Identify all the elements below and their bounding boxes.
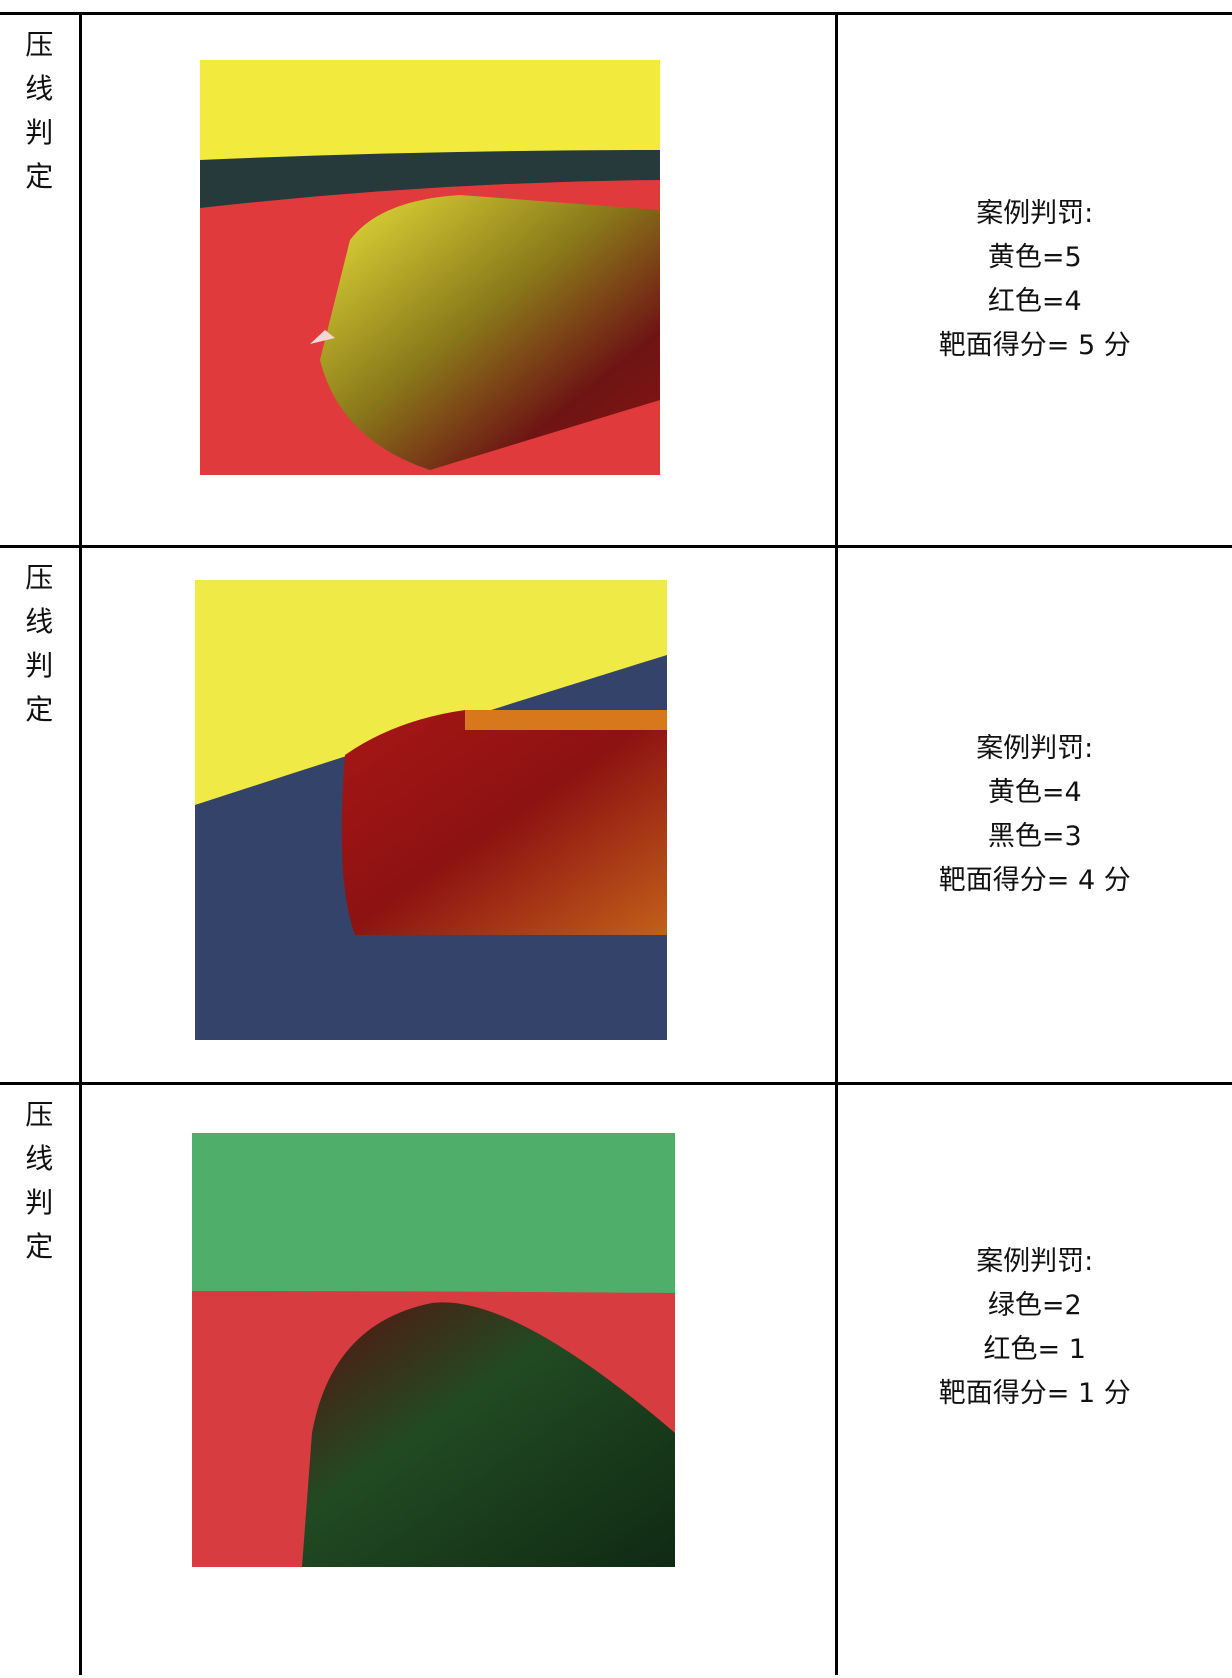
verdict-text: 案例判罚: 绿色=2 红色= 1 靶面得分= 1 分 — [939, 1240, 1131, 1416]
verdict-line-1: 黄色=4 — [987, 777, 1082, 808]
verdict-cell: 案例判罚: 绿色=2 红色= 1 靶面得分= 1 分 — [834, 1082, 1232, 1675]
verdict-line-2: 红色= 1 — [983, 1334, 1086, 1365]
verdict-title: 案例判罚: — [976, 1246, 1094, 1277]
row-label: 压线判定 — [25, 1098, 54, 1263]
case-photo — [199, 60, 660, 475]
verdict-score: 靶面得分= 5 分 — [938, 330, 1131, 361]
scoring-table: 压线判定 — [0, 12, 1232, 1675]
table-row: 压线判定 — [0, 545, 1232, 1085]
photo-cell — [78, 545, 838, 1085]
verdict-line-2: 红色=4 — [987, 286, 1082, 317]
verdict-cell: 案例判罚: 黄色=5 红色=4 靶面得分= 5 分 — [834, 12, 1232, 548]
photo-cell — [78, 1082, 838, 1675]
verdict-text: 案例判罚: 黄色=4 黑色=3 靶面得分= 4 分 — [939, 727, 1131, 903]
case-photo — [191, 1133, 675, 1567]
verdict-title: 案例判罚: — [976, 733, 1094, 764]
row-label-cell: 压线判定 — [0, 12, 82, 548]
row-label-cell: 压线判定 — [0, 1082, 82, 1675]
verdict-line-1: 黄色=5 — [987, 242, 1082, 273]
verdict-score: 靶面得分= 1 分 — [938, 1378, 1131, 1409]
photo-cell — [78, 12, 838, 548]
verdict-title: 案例判罚: — [976, 198, 1094, 229]
table-row: 压线判定 案例 — [0, 1082, 1232, 1675]
verdict-text: 案例判罚: 黄色=5 红色=4 靶面得分= 5 分 — [939, 192, 1131, 368]
case-photo — [194, 580, 667, 1040]
row-label: 压线判定 — [25, 561, 54, 726]
verdict-cell: 案例判罚: 黄色=4 黑色=3 靶面得分= 4 分 — [834, 545, 1232, 1085]
verdict-line-2: 黑色=3 — [987, 821, 1082, 852]
verdict-line-1: 绿色=2 — [987, 1290, 1082, 1321]
table-row: 压线判定 — [0, 12, 1232, 548]
row-label-cell: 压线判定 — [0, 545, 82, 1085]
verdict-score: 靶面得分= 4 分 — [938, 865, 1131, 896]
row-label: 压线判定 — [25, 28, 54, 193]
